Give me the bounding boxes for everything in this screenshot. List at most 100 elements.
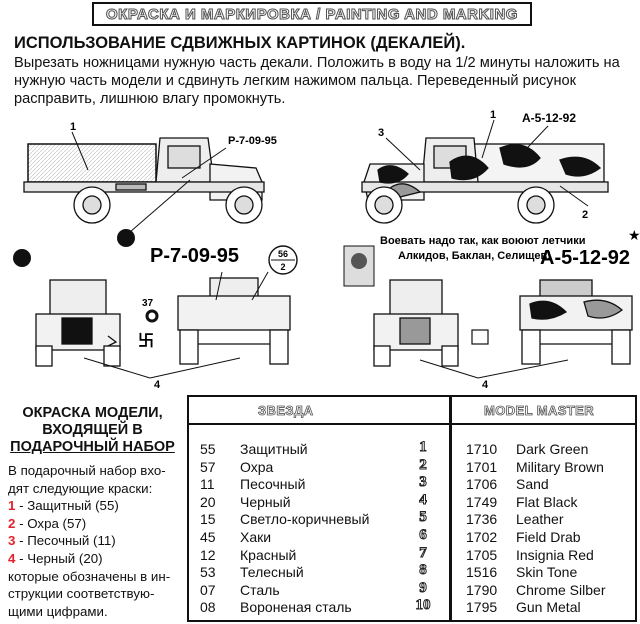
decal-square [471,329,489,345]
instructions-text: Вырезать ножницами нужную часть декали. … [14,54,634,108]
paint-code: 55 [200,441,216,457]
zvezda-header: ЗВЕЗДА [258,403,314,419]
badge-bottom-number: 2 [280,262,285,272]
gift-set-body: В подарочный набор вхо- дят следующие кр… [8,462,186,620]
gift-set-title-line: ОКРАСКА МОДЕЛИ, [22,405,163,421]
paint-name: Черный [240,493,291,510]
badge-top-number: 56 [278,249,288,259]
paint-index: 7 [419,544,428,561]
paint-code: 1705 [466,546,498,563]
unit-badge: 56 2 [268,245,298,275]
gift-set-item: 2 - Охра (57) [8,515,186,533]
paint-code: 57 [200,458,216,475]
mark-37: 37 [142,298,154,309]
gift-set-title-line: ПОДАРОЧНЫЙ НАБОР [10,439,175,455]
guards-emblem-icon [117,229,135,247]
item-number: 4 [8,550,16,566]
gift-set-text: В подарочный набор вхо- [8,463,166,478]
model-master-row: 1701 Military Brown [466,458,604,476]
item-number: 3 [8,533,16,549]
column-divider [449,395,452,622]
slogan-line-1: Воевать надо так, как воюют летчики [380,235,585,247]
right-front-truck [373,279,459,367]
plate-label-small-right: А-5-12-92 [522,111,576,125]
item-text: - Охра (57) [15,515,87,531]
paint-code: 07 [200,581,216,598]
item-text: - Защитный (55) [15,498,119,514]
paint-code: 53 [200,564,216,581]
gift-set-item: 1 - Защитный (55) [8,497,186,515]
paint-code: 1710 [466,441,498,457]
left-front-truck [35,279,121,367]
paint-index: 1 [419,439,428,456]
plate-label-small: Р-7-09-95 [228,135,277,147]
section-title: ОКРАСКА И МАРКИРОВКА / PAINTING AND MARK… [106,5,518,23]
paint-index: 6 [419,527,428,544]
paint-name: Охра [240,458,274,475]
paint-name: Телесный [240,564,304,581]
paint-code: 20 [200,493,216,510]
gift-set-text: дят следующие краски: [8,480,153,496]
zvezda-row: 53 Телесный [200,563,304,581]
paint-name: Хаки [240,529,272,545]
model-master-row: 1736 Leather [466,510,563,528]
model-master-header: MODEL MASTER [484,403,595,419]
gift-set-text: струкции соответствую- [8,586,155,602]
plate-label-large: Р-7-09-95 [150,245,239,267]
paint-code: 1790 [466,581,498,598]
paint-name: Chrome Silber [516,581,606,598]
model-master-row: 1706 Sand [466,475,549,493]
gift-set-title-line: ВХОДЯЩЕЙ В [42,422,143,438]
portrait-head [351,253,367,269]
paint-name: Gun Metal [516,599,581,616]
paint-index: 3 [419,474,428,491]
header-divider [187,423,449,425]
paint-name: Leather [516,511,564,528]
paint-code: 1736 [466,511,498,528]
paint-index: 10 [415,597,431,614]
left-rear-truck [177,271,291,365]
paint-table [187,395,637,622]
paint-name: Flat Black [516,493,578,510]
paint-code: 1701 [466,458,498,475]
plate-label-large-right: А-5-12-92 [540,247,630,269]
callout-2: 2 [582,209,588,221]
callout-4: 4 [154,379,161,391]
callout-3: 3 [378,127,384,139]
paint-code: 11 [200,476,215,493]
model-master-row: 1702 Field Drab [466,528,581,546]
paint-index: 8 [419,562,428,579]
gift-set-text: которые обозначены в ин- [8,568,171,584]
truck-drawings: 1 Р-7-09-95 3 1 А-5-12-92 2 Р-7-09-95 А-… [13,109,640,391]
model-master-row: 1705 Insignia Red [466,546,594,564]
item-text: - Черный (20) [15,550,103,566]
guards-emblem-icon-left [13,249,31,267]
header-divider [452,423,637,425]
callout-1-right: 1 [490,109,496,121]
item-number: 1 [8,498,16,514]
paint-name: Sand [516,476,549,493]
gift-set-item: 4 - Черный (20) [8,550,186,568]
callout-1: 1 [70,121,76,133]
item-number: 2 [8,515,16,531]
paint-name: Светло-коричневый [240,511,370,528]
paint-index: 9 [419,579,428,596]
zvezda-row: 20 Черный [200,493,291,511]
paint-index: 4 [419,491,428,508]
gift-set-item: 3 - Песочный (11) [8,532,186,550]
paint-name: Insignia Red [516,546,594,563]
paint-code: 08 [200,599,216,616]
paint-code: 1702 [466,529,498,545]
paint-name: Сталь [240,581,280,598]
paint-code: 1706 [466,476,498,493]
paint-name: Field Drab [516,529,581,545]
paint-name: Military Brown [516,458,604,475]
instructions-heading: ИСПОЛЬЗОВАНИЕ СДВИЖНЫХ КАРТИНОК (ДЕКАЛЕЙ… [14,34,466,52]
